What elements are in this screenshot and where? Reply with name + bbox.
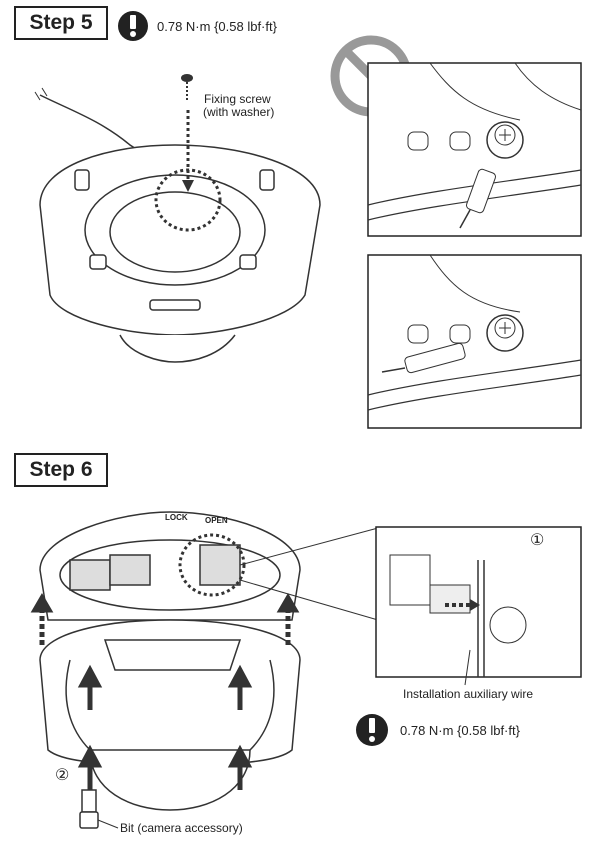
open-label: OPEN <box>205 516 228 525</box>
detail-panel-step6 <box>375 526 582 686</box>
screw-arrows <box>77 664 253 790</box>
torque-spec-step6: 0.78 N·m {0.58 lbf·ft} <box>400 723 520 738</box>
highlight-circle-step6 <box>178 533 246 597</box>
step5-title: Step 5 <box>14 6 108 40</box>
cable <box>39 94 181 154</box>
camera-base-bracket <box>39 144 321 363</box>
bit-label: Bit (camera accessory) <box>120 821 243 835</box>
detail-panel-incorrect <box>367 62 582 237</box>
lock-label: LOCK <box>165 513 188 522</box>
marker-2: ② <box>55 767 70 784</box>
warning-icon <box>118 11 148 41</box>
bit-icon <box>79 789 99 829</box>
torque-spec: 0.78 N·m {0.58 lbf·ft} <box>157 19 277 34</box>
fixing-screw <box>181 74 193 100</box>
marker-1: ① <box>530 532 545 549</box>
detail-panel-correct <box>367 254 582 429</box>
dashed-arrows <box>30 593 300 645</box>
step6-title: Step 6 <box>14 453 108 487</box>
wire-label: Installation auxiliary wire <box>403 687 534 701</box>
camera-base-mounted <box>39 511 301 621</box>
dome-cover <box>39 619 301 811</box>
warning-icon <box>356 714 388 746</box>
screw-label-line1: Fixing screw <box>204 92 271 106</box>
screw-label-line2: (with washer) <box>203 105 275 119</box>
